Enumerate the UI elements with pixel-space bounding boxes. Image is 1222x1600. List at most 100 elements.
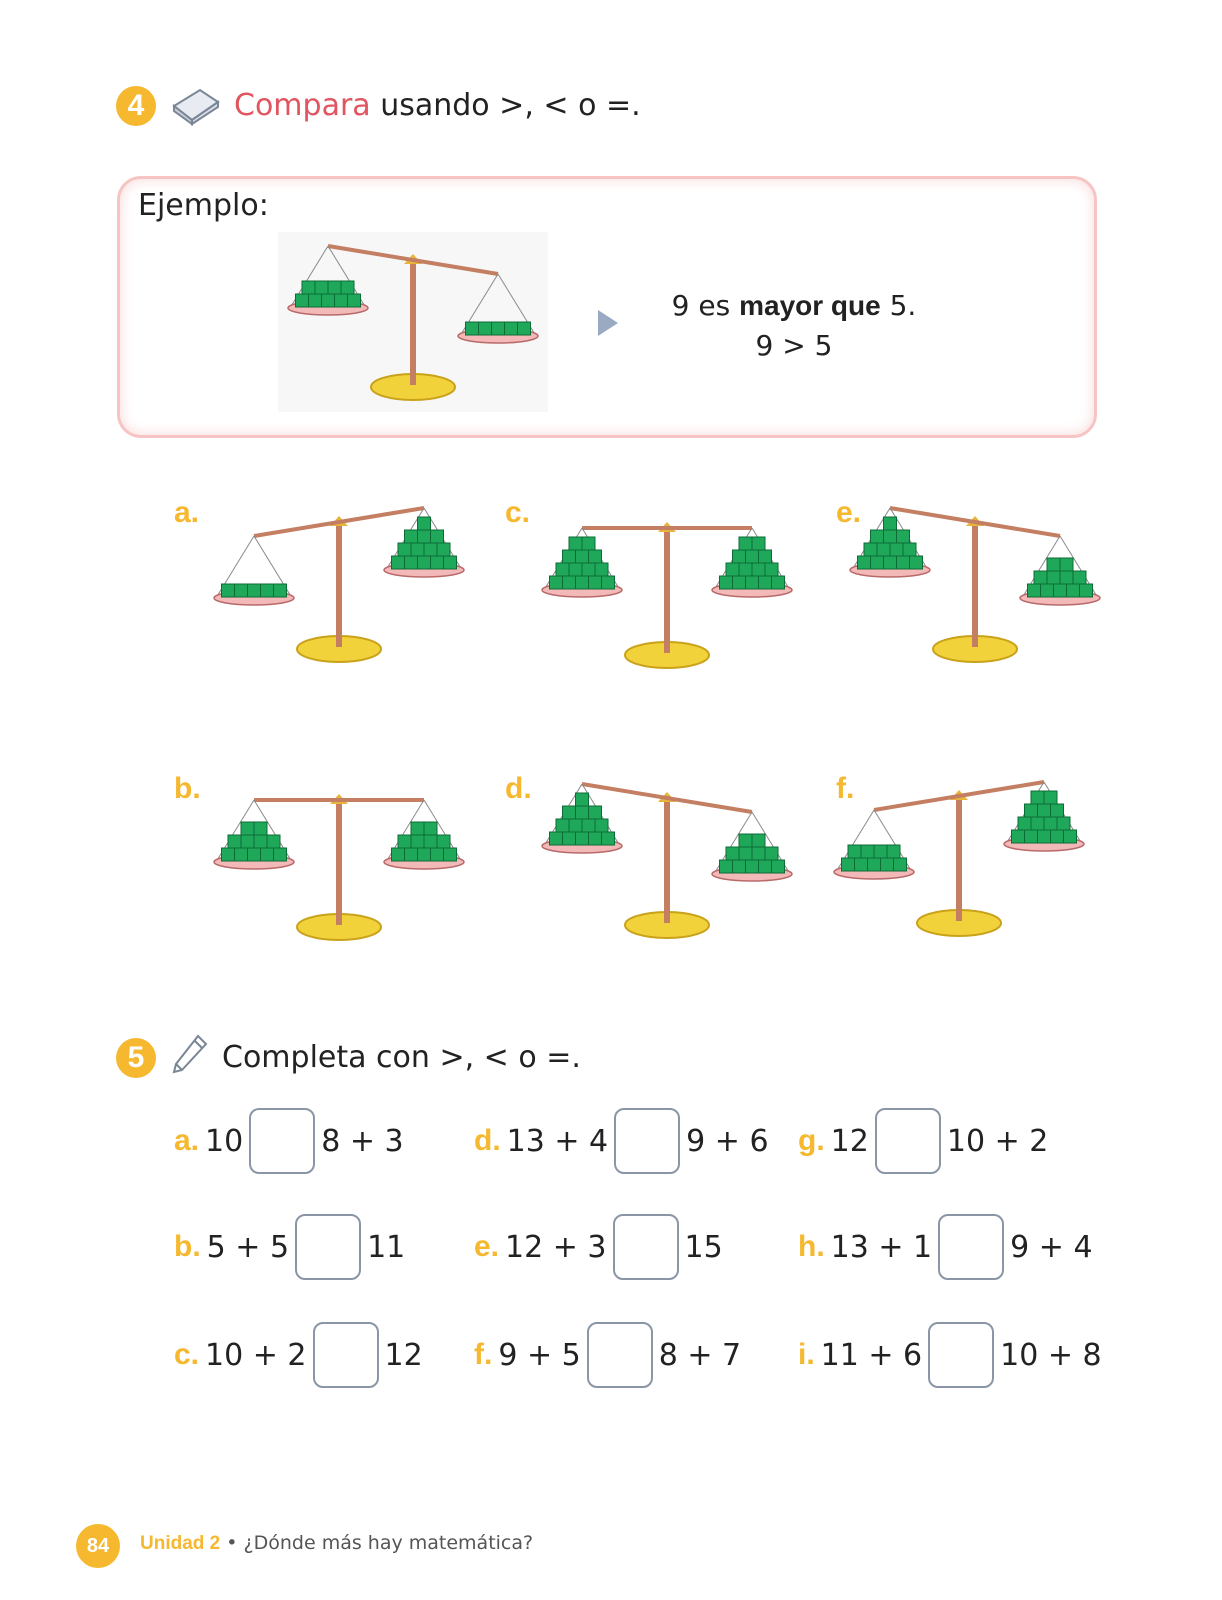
block <box>1053 583 1067 598</box>
answer-box[interactable] <box>938 1214 1005 1280</box>
arrow-right-icon <box>596 308 620 342</box>
footer-text: Unidad 2 • ¿Dónde más hay matemática? <box>140 1532 533 1555</box>
scale-pole <box>664 798 670 923</box>
answer-box[interactable] <box>612 1214 679 1280</box>
scale-pole <box>336 522 342 647</box>
block <box>1017 816 1032 831</box>
block <box>273 583 287 598</box>
answer-box[interactable] <box>874 1108 941 1174</box>
block <box>870 529 884 544</box>
exercise-left: 12 + 3 <box>505 1229 607 1265</box>
block <box>1024 803 1038 818</box>
block <box>549 575 563 590</box>
block <box>1024 829 1038 844</box>
block <box>430 847 444 862</box>
block <box>758 859 772 874</box>
block <box>314 280 329 295</box>
block <box>725 562 740 577</box>
block <box>1040 583 1054 598</box>
block <box>410 821 425 836</box>
block <box>883 516 897 531</box>
block <box>491 321 505 336</box>
block <box>549 831 563 846</box>
section-4-number: 4 <box>116 86 156 126</box>
block <box>863 542 878 557</box>
block <box>764 562 779 577</box>
block <box>847 844 862 859</box>
block <box>430 529 444 544</box>
answer-box[interactable] <box>586 1322 653 1388</box>
block <box>417 529 431 544</box>
block <box>397 834 412 849</box>
scale-d <box>541 782 793 939</box>
block <box>253 821 268 836</box>
block <box>1030 790 1045 805</box>
exercise-right: 8 + 3 <box>321 1123 404 1159</box>
block <box>588 805 602 820</box>
block <box>719 859 733 874</box>
scale-pole <box>410 260 416 385</box>
block <box>601 575 615 590</box>
block <box>417 847 431 862</box>
block <box>745 859 759 874</box>
footer-separator: • <box>220 1532 244 1554</box>
exercise-left: 5 + 5 <box>206 1229 290 1265</box>
block <box>867 857 881 872</box>
block <box>260 583 274 598</box>
block <box>568 562 583 577</box>
section-4-title: Compara usando >, < o =. <box>234 86 641 126</box>
block <box>575 831 589 846</box>
sentence-post: 5. <box>880 289 917 322</box>
block <box>860 844 875 859</box>
answer-box[interactable] <box>928 1322 995 1388</box>
answer-box[interactable] <box>312 1322 379 1388</box>
example-expression: 9 > 5 <box>755 329 833 362</box>
exercise-right: 9 + 4 <box>1010 1229 1093 1265</box>
block <box>594 818 609 833</box>
block <box>902 542 917 557</box>
answer-box[interactable] <box>249 1108 316 1174</box>
exercise-right: 11 <box>367 1229 406 1265</box>
block <box>1046 557 1061 572</box>
exercise-letter: c. <box>174 1338 200 1371</box>
block <box>581 818 596 833</box>
block <box>568 818 583 833</box>
block <box>465 321 479 336</box>
title-rest: usando >, < o =. <box>370 88 641 123</box>
block <box>260 847 274 862</box>
block <box>1037 829 1051 844</box>
block <box>417 555 431 570</box>
block <box>340 280 355 295</box>
block <box>896 529 910 544</box>
footer-unit: Unidad 2 <box>140 1533 221 1554</box>
scale-label-c: c. <box>505 496 531 529</box>
answer-box[interactable] <box>614 1108 681 1174</box>
block <box>745 575 759 590</box>
block <box>732 859 746 874</box>
block <box>1063 829 1077 844</box>
eraser-icon <box>170 84 222 130</box>
block <box>1066 583 1080 598</box>
exercise-left: 11 + 6 <box>820 1337 923 1373</box>
block <box>1030 816 1045 831</box>
block <box>751 833 766 848</box>
block <box>893 857 907 872</box>
block <box>334 293 348 308</box>
block <box>1037 803 1051 818</box>
scale-a <box>213 506 465 663</box>
block <box>854 857 868 872</box>
block <box>1027 583 1041 598</box>
block <box>725 846 740 861</box>
scale-beam <box>889 506 1061 538</box>
block <box>555 818 570 833</box>
answer-box[interactable] <box>295 1214 362 1280</box>
block <box>575 575 589 590</box>
block <box>221 583 235 598</box>
